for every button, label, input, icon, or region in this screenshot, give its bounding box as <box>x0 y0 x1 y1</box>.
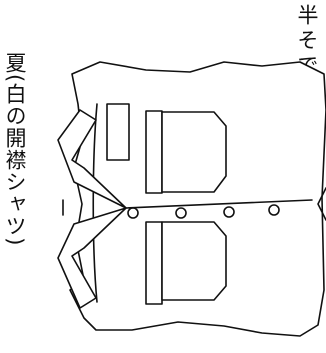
upper-collar <box>57 109 127 209</box>
caption-summer-white-open-collar-shirt: 夏(白の開襟シャツ) <box>3 52 27 247</box>
button-2 <box>175 207 187 219</box>
pocket-lower-tab <box>145 221 163 305</box>
pocket-upper-tab <box>145 110 163 194</box>
hem-notch <box>317 187 326 221</box>
button-4 <box>268 204 280 216</box>
pocket-flap-upper <box>106 103 130 161</box>
button-3 <box>223 206 235 218</box>
shirt-body-outline <box>69 61 326 337</box>
yoke-seam <box>92 103 98 303</box>
button-1 <box>127 207 139 219</box>
lower-collar <box>57 207 127 309</box>
pocket-lower <box>161 221 227 301</box>
pocket-upper <box>161 111 227 193</box>
placket-line <box>125 199 313 209</box>
